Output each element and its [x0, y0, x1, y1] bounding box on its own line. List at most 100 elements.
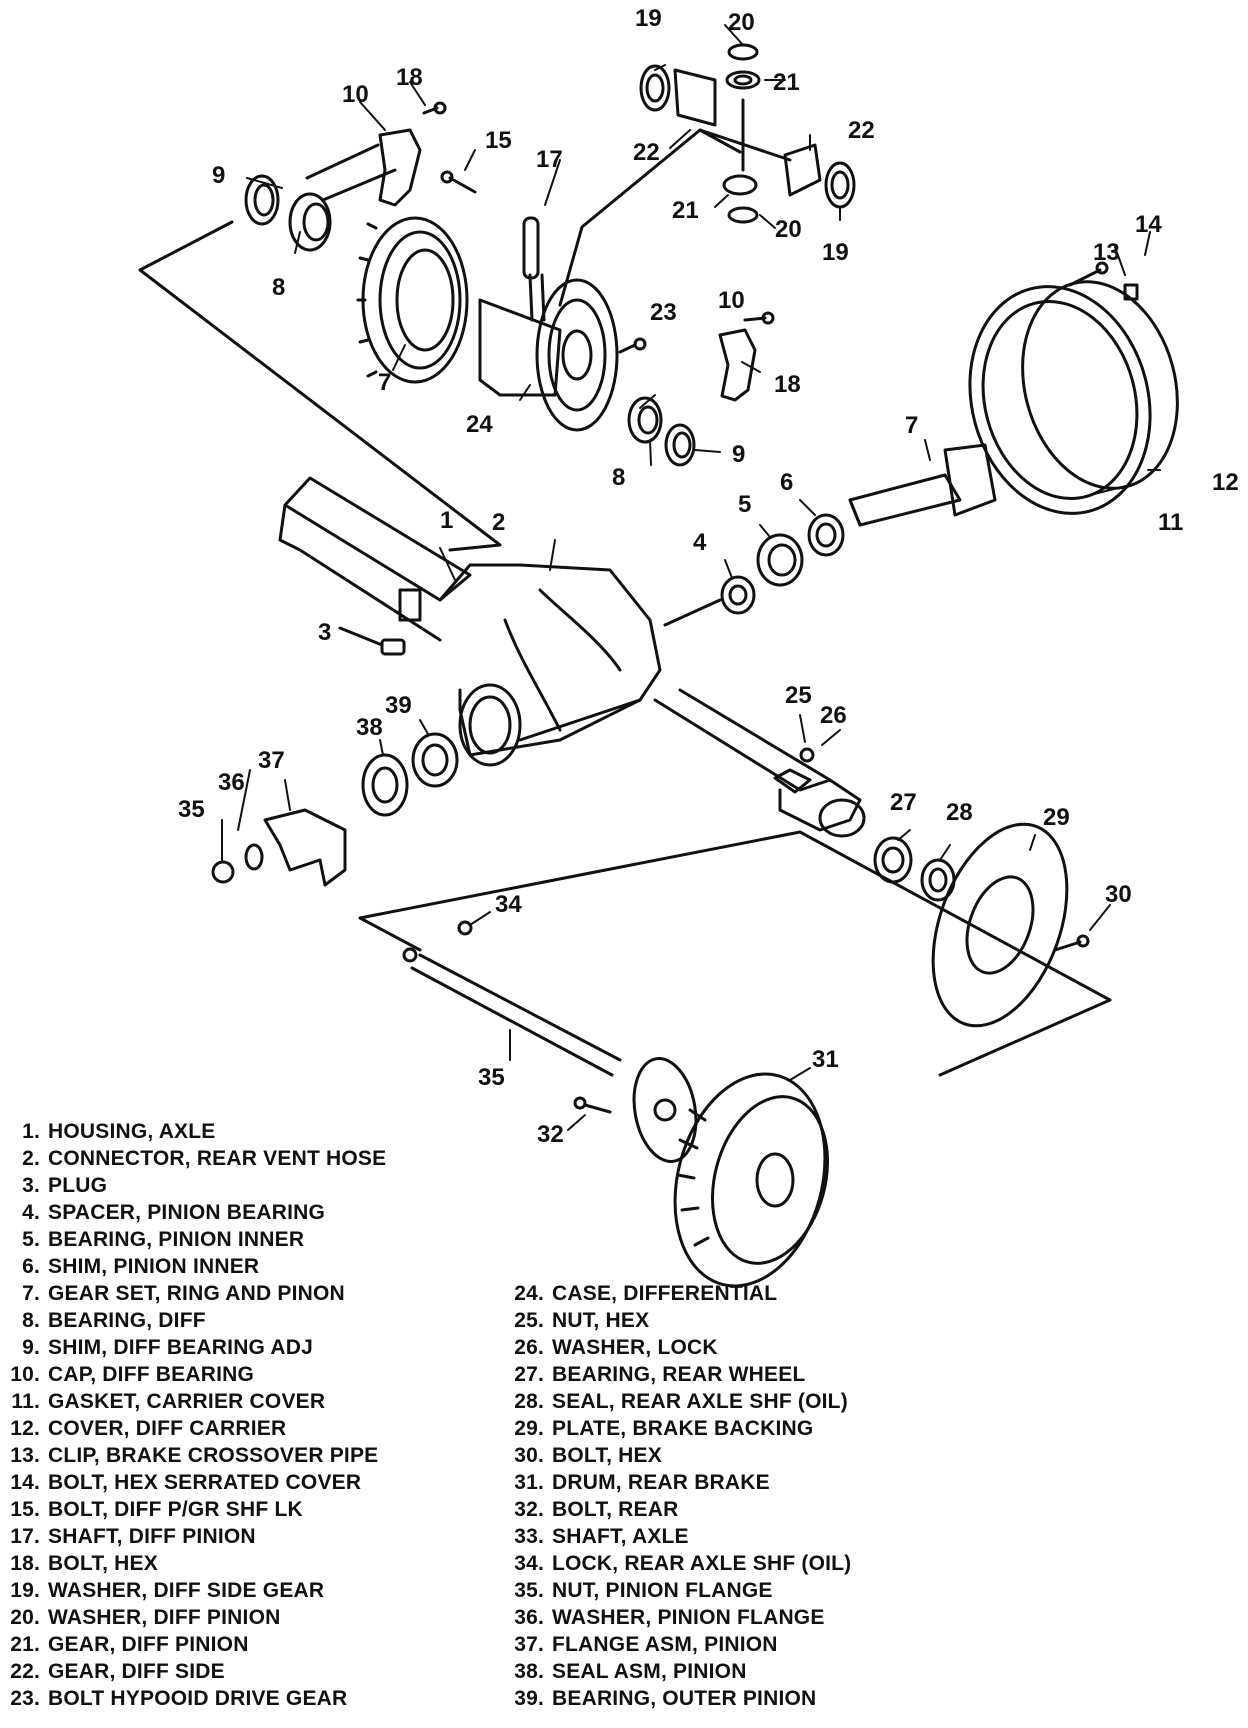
- callout-22: 22: [848, 117, 875, 144]
- legend-item: 11. GASKET, CARRIER COVER: [0, 1388, 386, 1415]
- legend-item: 12.COVER, DIFF CARRIER: [0, 1415, 386, 1442]
- callout-8: 8: [272, 274, 285, 301]
- legend-number: 26.: [514, 1336, 544, 1359]
- legend-item: 2. CONNECTOR, REAR VENT HOSE: [0, 1145, 386, 1172]
- callout-3: 3: [318, 619, 331, 646]
- legend-item: 20. WASHER, DIFF PINION: [0, 1604, 386, 1631]
- legend-item: 39.BEARING, OUTER PINION: [486, 1685, 851, 1712]
- callout-27: 27: [890, 789, 917, 816]
- legend-item: 19.WASHER, DIFF SIDE GEAR: [0, 1577, 386, 1604]
- group-outline-lower: [358, 830, 1112, 1077]
- legend-item: 26.WASHER, LOCK: [486, 1334, 851, 1361]
- legend-number: 12.: [10, 1417, 40, 1440]
- legend-item: 22.GEAR, DIFF SIDE: [0, 1658, 386, 1685]
- legend-text: BOLT HYPOOID DRIVE GEAR: [48, 1687, 348, 1710]
- callout-19: 19: [635, 5, 662, 32]
- legend-text: SHIM, PINION INNER: [48, 1255, 260, 1278]
- legend-item: 33.SHAFT, AXLE: [486, 1523, 851, 1550]
- callout-23: 23: [650, 299, 677, 326]
- small-bolts: [422, 101, 1109, 1114]
- spider-gears: [639, 43, 856, 224]
- legend-text: NUT, PINION FLANGE: [552, 1579, 773, 1602]
- legend-text: WASHER, DIFF SIDE GEAR: [48, 1579, 325, 1602]
- legend-text: WASHER, DIFF PINION: [48, 1606, 281, 1629]
- legend-number: 1.: [22, 1120, 40, 1143]
- legend-item: 34. LOCK, REAR AXLE SHF (OIL): [486, 1550, 851, 1577]
- callout-10: 10: [342, 81, 369, 108]
- legend-text: GEAR SET, RING AND PINON: [48, 1282, 345, 1305]
- legend-text: DRUM, REAR BRAKE: [552, 1471, 770, 1494]
- legend-number: 20.: [10, 1606, 40, 1629]
- callout-34: 34: [495, 891, 522, 918]
- upper-bearings-shims: [244, 174, 696, 467]
- legend-number: 9.: [22, 1336, 40, 1359]
- callout-19: 19: [822, 239, 849, 266]
- legend-number: 4.: [22, 1201, 40, 1224]
- legend-text: CASE, DIFFERENTIAL: [552, 1282, 778, 1305]
- axle-shaft: [402, 920, 698, 1163]
- callout-20: 20: [728, 9, 755, 36]
- axle-housing: [278, 476, 866, 838]
- legend-text: CONNECTOR, REAR VENT HOSE: [48, 1147, 387, 1170]
- wheel-end-parts: [799, 747, 1069, 1028]
- brake-drum: [673, 1072, 830, 1288]
- legend-number: 6.: [22, 1255, 40, 1278]
- legend-item: 32.BOLT, REAR: [486, 1496, 851, 1523]
- legend-number: 15.: [10, 1498, 40, 1521]
- legend-text: SHAFT, DIFF PINION: [48, 1525, 256, 1548]
- legend-text: PLATE, BRAKE BACKING: [552, 1417, 814, 1440]
- legend-text: BEARING, REAR WHEEL: [552, 1363, 806, 1386]
- brake-pipe-clip: [1123, 283, 1139, 301]
- legend-text: BOLT, REAR: [552, 1498, 679, 1521]
- callout-8: 8: [612, 464, 625, 491]
- legend-number: 2.: [22, 1147, 40, 1170]
- legend-number: 17.: [10, 1525, 40, 1548]
- legend-text: HOUSING, AXLE: [48, 1120, 216, 1143]
- parts-legend-left: 1. HOUSING, AXLE 2. CONNECTOR, REAR VENT HO…: [0, 1118, 386, 1712]
- callout-9: 9: [212, 162, 225, 189]
- legend-text: FLANGE ASM, PINION: [552, 1633, 778, 1656]
- legend-text: LOCK, REAR AXLE SHF (OIL): [552, 1552, 852, 1575]
- callout-22: 22: [633, 139, 660, 166]
- drive-pinion-gear: [848, 443, 997, 527]
- legend-number: 33.: [514, 1525, 544, 1548]
- callout-9: 9: [732, 441, 745, 468]
- legend-number: 36.: [514, 1606, 544, 1629]
- legend-number: 35.: [514, 1579, 544, 1602]
- callout-5: 5: [738, 491, 751, 518]
- legend-item: 31. DRUM, REAR BRAKE: [486, 1469, 851, 1496]
- callout-14: 14: [1135, 211, 1162, 238]
- callout-29: 29: [1043, 804, 1070, 831]
- legend-number: 27.: [514, 1363, 544, 1386]
- callout-37: 37: [258, 747, 285, 774]
- carrier-cover: [968, 280, 1179, 515]
- legend-number: 11.: [11, 1390, 40, 1413]
- leader-lines: [221, 24, 1161, 1131]
- legend-text: BOLT, DIFF P/GR SHF LK: [48, 1498, 303, 1521]
- callout-7: 7: [378, 369, 391, 396]
- callout-18: 18: [396, 64, 423, 91]
- legend-number: 30.: [514, 1444, 544, 1467]
- ring-gear: [356, 216, 469, 384]
- legend-item: 17. SHAFT, DIFF PINION: [0, 1523, 386, 1550]
- legend-number: 23.: [10, 1687, 40, 1710]
- legend-number: 8.: [22, 1309, 40, 1332]
- callout-38: 38: [356, 714, 383, 741]
- callout-21: 21: [672, 197, 699, 224]
- callout-6: 6: [780, 469, 793, 496]
- plug: [338, 588, 422, 656]
- pinion-bearings: [663, 513, 845, 627]
- legend-item: 13.CLIP, BRAKE CROSSOVER PIPE: [0, 1442, 386, 1469]
- callout-20: 20: [775, 216, 802, 243]
- callout-35: 35: [478, 1064, 505, 1091]
- legend-number: 31.: [514, 1471, 544, 1494]
- callout-39: 39: [385, 692, 412, 719]
- legend-number: 18.: [10, 1552, 40, 1575]
- legend-item: 21.GEAR, DIFF PINION: [0, 1631, 386, 1658]
- legend-item: 24.CASE, DIFFERENTIAL: [486, 1280, 851, 1307]
- legend-number: 34.: [514, 1552, 544, 1575]
- legend-item: 7.GEAR SET, RING AND PINON: [0, 1280, 386, 1307]
- legend-text: GASKET, CARRIER COVER: [48, 1390, 326, 1413]
- legend-number: 29.: [514, 1417, 544, 1440]
- legend-text: SEAL, REAR AXLE SHF (OIL): [552, 1390, 848, 1413]
